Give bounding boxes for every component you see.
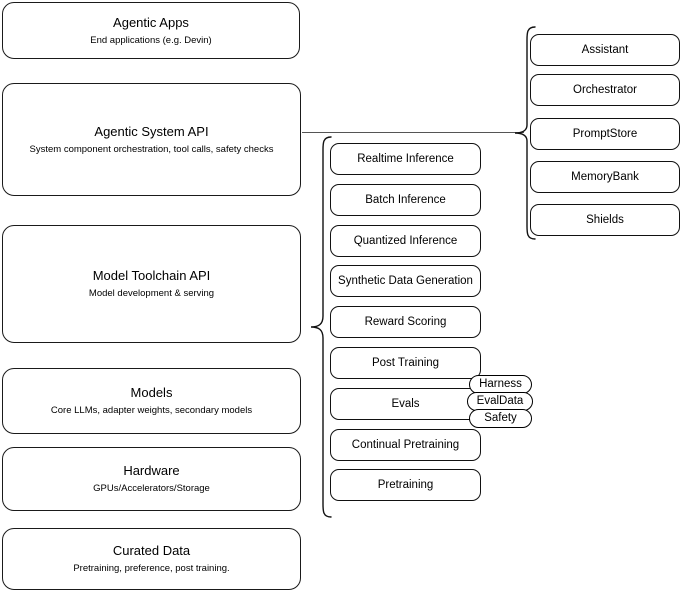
toolchain-item-label: Realtime Inference xyxy=(357,153,454,165)
toolchain-item-label: Batch Inference xyxy=(365,194,446,206)
layer-subtitle: Model development & serving xyxy=(88,288,215,299)
agentic-component-shields[interactable]: Shields xyxy=(530,204,680,236)
agentic-component-label: PromptStore xyxy=(572,128,638,140)
agentic-component-label: MemoryBank xyxy=(571,171,639,183)
layer-title: Curated Data xyxy=(112,543,191,558)
brace-model-toolchain xyxy=(310,136,332,518)
eval-tag-evaldata[interactable]: EvalData xyxy=(467,392,533,411)
toolchain-item-batch-inference[interactable]: Batch Inference xyxy=(330,184,481,216)
toolchain-item-label: Quantized Inference xyxy=(353,235,458,247)
toolchain-item-label: Reward Scoring xyxy=(364,316,447,328)
toolchain-item-evals[interactable]: Evals xyxy=(330,388,481,420)
toolchain-item-realtime-inference[interactable]: Realtime Inference xyxy=(330,143,481,175)
agentic-component-memorybank[interactable]: MemoryBank xyxy=(530,161,680,193)
brace-agentic-components xyxy=(514,26,536,240)
layer-title: Agentic System API xyxy=(94,123,209,139)
eval-tag-label: Harness xyxy=(479,378,522,390)
layer-title: Hardware xyxy=(123,463,180,478)
layer-model-toolchain-api[interactable]: Model Toolchain API Model development & … xyxy=(2,225,301,343)
agentic-component-label: Shields xyxy=(586,214,624,226)
toolchain-item-continual-pretraining[interactable]: Continual Pretraining xyxy=(330,429,481,461)
toolchain-item-label: Post Training xyxy=(371,357,440,369)
eval-tag-label: EvalData xyxy=(476,395,524,407)
layer-title: Agentic Apps xyxy=(113,14,189,30)
layer-subtitle: Core LLMs, adapter weights, secondary mo… xyxy=(50,405,253,416)
layer-agentic-apps[interactable]: Agentic Apps End applications (e.g. Devi… xyxy=(2,2,300,59)
layer-hardware[interactable]: Hardware GPUs/Accelerators/Storage xyxy=(2,447,301,511)
toolchain-item-quantized-inference[interactable]: Quantized Inference xyxy=(330,225,481,257)
agentic-component-assistant[interactable]: Assistant xyxy=(530,34,680,66)
layer-subtitle: System component orchestration, tool cal… xyxy=(29,143,274,155)
agentic-component-label: Orchestrator xyxy=(573,84,637,96)
toolchain-item-post-training[interactable]: Post Training xyxy=(330,347,481,379)
toolchain-item-label: Synthetic Data Generation xyxy=(338,275,473,287)
toolchain-item-reward-scoring[interactable]: Reward Scoring xyxy=(330,306,481,338)
toolchain-item-synthetic-data-generation[interactable]: Synthetic Data Generation xyxy=(330,265,481,297)
layer-curated-data[interactable]: Curated Data Pretraining, preference, po… xyxy=(2,528,301,590)
toolchain-item-label: Evals xyxy=(391,398,420,410)
agentic-component-orchestrator[interactable]: Orchestrator xyxy=(530,74,680,106)
layer-title: Model Toolchain API xyxy=(92,268,211,283)
layer-models[interactable]: Models Core LLMs, adapter weights, secon… xyxy=(2,368,301,434)
eval-tag-label: Safety xyxy=(484,412,517,424)
layer-subtitle: End applications (e.g. Devin) xyxy=(90,34,212,46)
layer-title: Models xyxy=(130,385,173,400)
toolchain-item-label: Pretraining xyxy=(377,479,434,491)
layer-subtitle: GPUs/Accelerators/Storage xyxy=(93,483,210,494)
layer-subtitle: Pretraining, preference, post training. xyxy=(73,563,230,574)
eval-tag-safety[interactable]: Safety xyxy=(469,409,532,428)
toolchain-item-pretraining[interactable]: Pretraining xyxy=(330,469,481,501)
toolchain-item-label: Continual Pretraining xyxy=(351,439,460,451)
layer-agentic-system-api[interactable]: Agentic System API System component orch… xyxy=(2,83,301,196)
connector-line-agentic-system-to-components xyxy=(302,132,524,133)
agentic-component-promptstore[interactable]: PromptStore xyxy=(530,118,680,150)
agentic-component-label: Assistant xyxy=(581,44,629,56)
